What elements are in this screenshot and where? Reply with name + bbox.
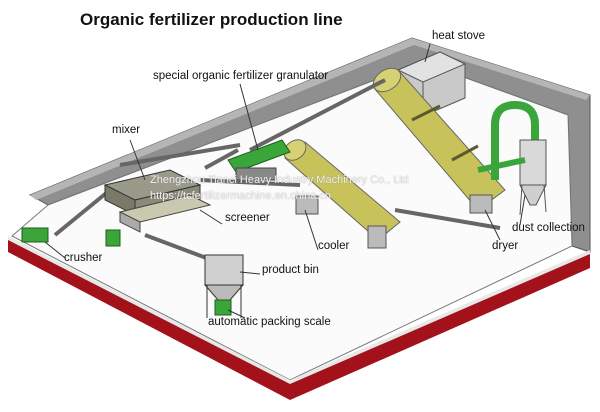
label-mixer: mixer [112,124,141,136]
dust-collector [477,100,547,216]
crusher [21,227,121,247]
watermark-company: Zhengzhou Tianci Heavy Industry Machiner… [150,174,409,186]
label-heat-stove: heat stove [432,30,486,42]
dryer [372,67,506,214]
label-product-bin: product bin [262,264,319,276]
belt-conveyors [53,78,501,267]
label-cooler: cooler [318,240,350,252]
granulator [227,139,291,181]
label-dust-collection: dust collection [512,222,585,234]
label-granulator: special organic fertilizer granulator [153,70,329,82]
cooler [283,139,401,249]
screener [118,194,212,233]
label-dryer: dryer [492,240,519,252]
product-bin [203,254,245,318]
label-packing-scale: automatic packing scale [208,316,331,328]
leader-lines [44,43,526,319]
watermark-url: https://tcfertilizermachine.en.china.cn [150,190,331,202]
floor-edge [8,238,590,400]
label-crusher: crusher [64,252,103,264]
label-screener: screener [225,212,270,224]
diagram-title: Organic fertilizer production line [80,10,343,29]
